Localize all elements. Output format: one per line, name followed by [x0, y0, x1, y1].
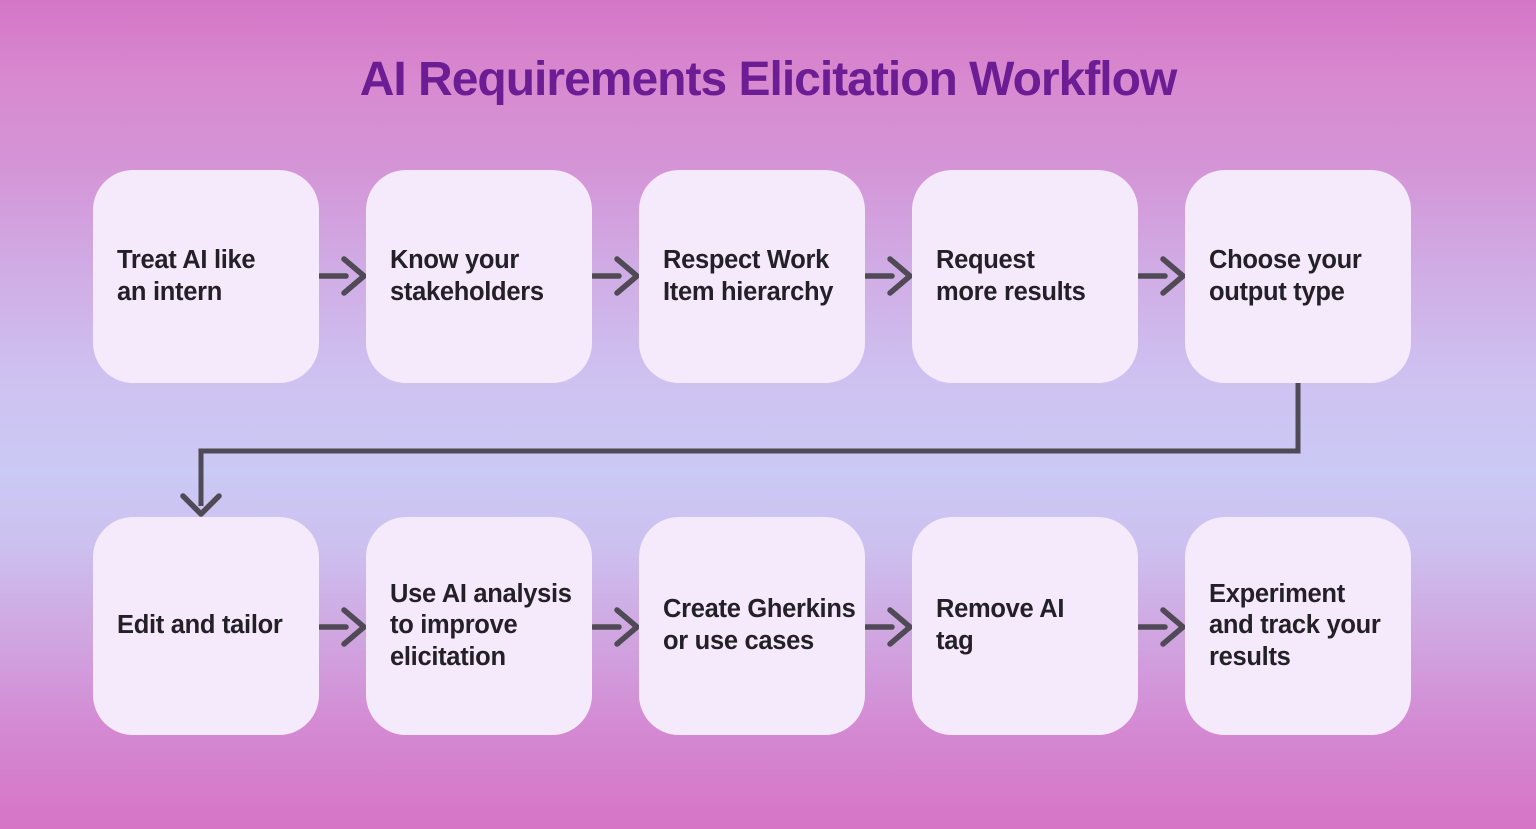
step-label: Request more results: [936, 245, 1086, 306]
arrow-row1-step1-step2-icon: [317, 256, 367, 296]
step-treat-ai-like-an-intern: Treat AI like an intern: [93, 170, 319, 383]
step-label: Use AI analysis to improve elicitation: [390, 579, 572, 671]
step-label: Treat AI like an intern: [117, 245, 256, 306]
arrow-row1-step2-step3-icon: [590, 256, 640, 296]
arrow-row2-step4-step5-icon: [1136, 607, 1186, 647]
arrow-row2-step1-step2-icon: [317, 607, 367, 647]
connector-row1-to-row2-line: [198, 383, 1301, 506]
step-label: Create Gherkins or use cases: [663, 595, 856, 655]
step-label: Choose your output type: [1209, 245, 1362, 306]
step-experiment-and-track-your-results: Experiment and track your results: [1185, 517, 1411, 735]
step-create-gherkins-or-use-cases: Create Gherkins or use cases: [639, 517, 865, 735]
step-choose-your-output-type: Choose your output type: [1185, 170, 1411, 383]
step-request-more-results: Request more results: [912, 170, 1138, 383]
page-title: AI Requirements Elicitation Workflow: [359, 53, 1178, 106]
arrow-row2-step2-step3-icon: [590, 607, 640, 647]
step-edit-and-tailor: Edit and tailor: [93, 517, 319, 735]
arrow-row2-step3-step4-icon: [863, 607, 913, 647]
step-remove-ai-tag: Remove AI tag: [912, 517, 1138, 735]
step-label: Respect Work Item hierarchy: [663, 245, 834, 306]
step-label: Remove AI tag: [936, 595, 1065, 655]
arrow-row1-step3-step4-icon: [863, 256, 913, 296]
arrow-row1-step4-step5-icon: [1136, 256, 1186, 296]
step-label: Know your stakeholders: [390, 245, 544, 306]
step-use-ai-analysis-to-improve-elicitation: Use AI analysis to improve elicitation: [366, 517, 592, 735]
step-label: Edit and tailor: [117, 611, 283, 640]
step-know-your-stakeholders: Know your stakeholders: [366, 170, 592, 383]
step-respect-work-item-hierarchy: Respect Work Item hierarchy: [639, 170, 865, 383]
step-label: Experiment and track your results: [1209, 579, 1381, 671]
connector-row1-to-row2-arrowhead-icon: [180, 493, 222, 517]
